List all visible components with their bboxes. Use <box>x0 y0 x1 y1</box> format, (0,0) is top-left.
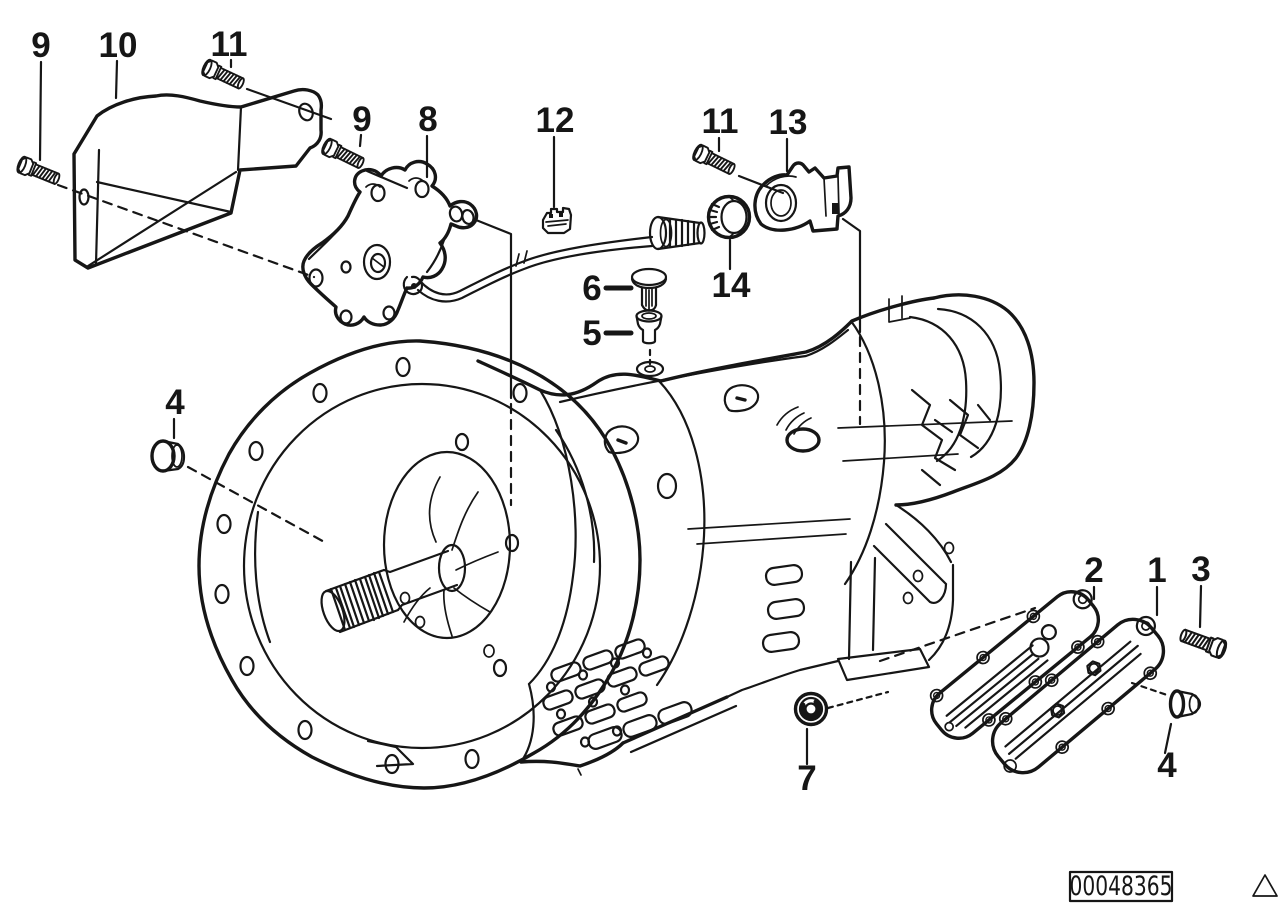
leader-lines-dashed <box>56 183 1169 710</box>
part-13-bracket <box>753 161 853 233</box>
pump-face <box>382 450 512 658</box>
part-12-clip <box>541 206 573 235</box>
callout-14: 14 <box>712 266 751 305</box>
callout-2: 2 <box>1084 551 1103 590</box>
callout-8: 8 <box>418 100 437 139</box>
harness-connector-plug <box>648 215 706 251</box>
doc-number: 00048365 <box>1069 870 1172 902</box>
part-9-bolt-left <box>14 154 63 189</box>
callout-9-left: 9 <box>31 26 50 65</box>
callout-3: 3 <box>1191 550 1210 589</box>
triangle-marker-icon <box>1252 874 1278 897</box>
part-4-plug-left <box>150 439 186 473</box>
leader-lines <box>38 58 1203 766</box>
callout-4-right: 4 <box>1157 746 1177 785</box>
callout-10: 10 <box>99 26 138 65</box>
part-6-plug <box>630 267 668 312</box>
part-14-sleeve <box>706 194 752 240</box>
input-shaft <box>320 549 459 634</box>
rear-mount <box>761 522 955 682</box>
bell-flange-bolt-holes <box>214 356 528 775</box>
part-5-plug <box>635 309 663 345</box>
part-2-gasket <box>929 589 1101 740</box>
pan-bolt-sleeves <box>587 701 693 750</box>
callout-6: 6 <box>582 269 601 308</box>
part-3-bolt <box>1177 624 1230 661</box>
part-11-bolt-right <box>690 142 739 179</box>
doc-number-box <box>1068 870 1174 903</box>
part-10-cover-plate <box>72 87 324 270</box>
callout-9-mid: 9 <box>352 100 371 139</box>
callout-4-left: 4 <box>165 383 185 422</box>
part-8-position-switch <box>301 159 479 327</box>
callout-1: 1 <box>1147 551 1166 590</box>
transmission-housing <box>197 293 1036 790</box>
part-4-plug-right <box>1168 689 1202 719</box>
rear-extension-rib-lattice <box>910 388 992 487</box>
callout-7: 7 <box>797 759 816 798</box>
callout-11-left: 11 <box>211 25 248 64</box>
part-7-seal-ring <box>793 691 829 727</box>
callout-11-right: 11 <box>702 102 739 141</box>
callout-12: 12 <box>536 101 575 140</box>
part-1-oil-cooler <box>990 615 1166 775</box>
wiring-harness <box>416 235 654 303</box>
callout-labels: 9 10 11 9 8 12 11 13 14 6 5 4 2 1 3 4 7 <box>31 25 1210 798</box>
callout-13: 13 <box>769 103 808 142</box>
rear-extension <box>888 293 1036 564</box>
case-top-bosses <box>603 360 821 500</box>
footer: 00048365 <box>1068 870 1278 903</box>
callout-5: 5 <box>582 314 601 353</box>
